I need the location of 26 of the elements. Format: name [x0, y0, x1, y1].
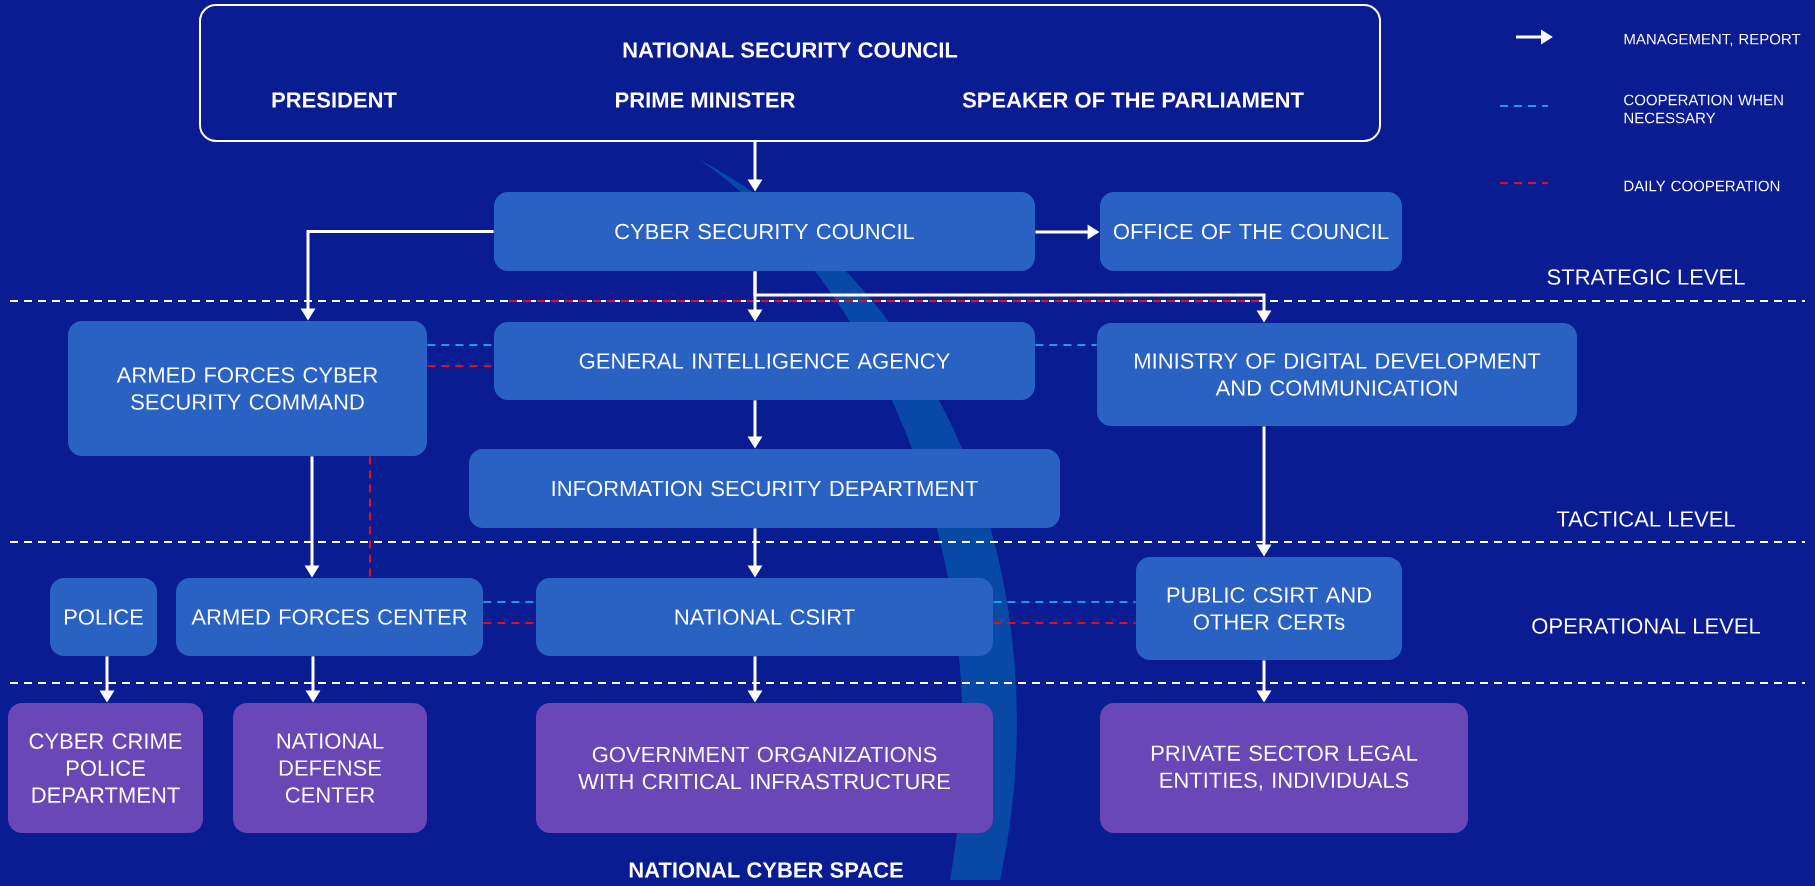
- level-label: OPERATIONAL LEVEL: [1532, 618, 1760, 634]
- org-box: ARMED FORCES CYBER SECURITY COMMAND: [68, 321, 427, 456]
- org-box: GENERAL INTELLIGENCE AGENCY: [494, 322, 1035, 400]
- org-box: ARMED FORCES CENTER: [176, 578, 483, 656]
- dashed-line: [369, 455, 371, 579]
- org-box: CYBER CRIME POLICE DEPARTMENT: [8, 703, 203, 833]
- legend-text: COOPERATION WHEN NECESSARY: [1624, 94, 1783, 124]
- org-box: OFFICE OF THE COUNCIL: [1100, 192, 1402, 271]
- legend-text: DAILY COOPERATION: [1624, 180, 1780, 192]
- section-title: NATIONAL CYBER SPACE: [629, 862, 903, 878]
- legend-text: MANAGEMENT, REPORT: [1624, 33, 1801, 47]
- dashed-line: [992, 601, 1137, 603]
- level-label: STRATEGIC LEVEL: [1547, 269, 1745, 285]
- org-box: GOVERNMENT ORGANIZATIONS WITH CRITICAL INFRASTRUCTURE: [536, 703, 993, 833]
- dashed-line: [992, 622, 1137, 624]
- org-box: CYBER SECURITY COUNCIL: [494, 192, 1035, 271]
- org-box: INFORMATION SECURITY DEPARTMENT: [469, 449, 1060, 528]
- council-box: NATIONAL SECURITY COUNCIL PRESIDENT PRIME MINISTER SPEAKER OF THE PARLIAMENT: [199, 4, 1381, 142]
- dashed-line: [1034, 344, 1098, 346]
- org-box: NATIONAL DEFENSE CENTER: [233, 703, 427, 833]
- org-box: POLICE: [50, 578, 157, 656]
- org-box: PUBLIC CSIRT AND OTHER CERTs: [1136, 557, 1402, 660]
- org-box: NATIONAL CSIRT: [536, 578, 993, 656]
- org-box: PRIVATE SECTOR LEGAL ENTITIES, INDIVIDUALS: [1100, 703, 1468, 833]
- org-box: MINISTRY OF DIGITAL DEVELOPMENT AND COMMUNICATION: [1097, 323, 1577, 426]
- level-label: TACTICAL LEVEL: [1556, 511, 1735, 527]
